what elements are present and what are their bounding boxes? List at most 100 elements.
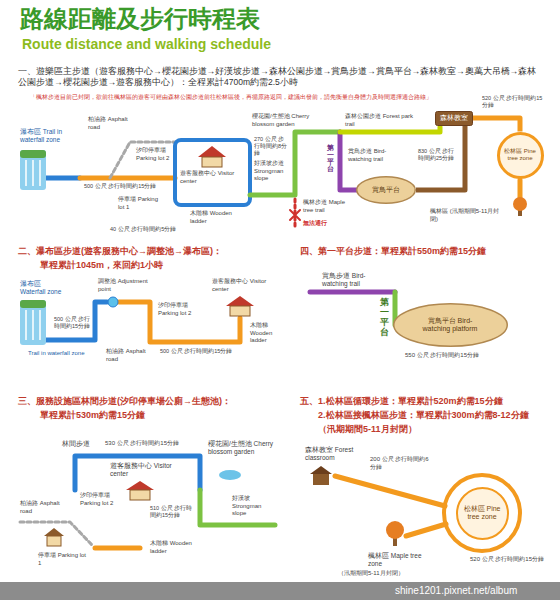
- place-label: 瀑布區 Waterfall zone: [20, 280, 65, 296]
- vertical-label: 第一平台: [380, 298, 389, 338]
- house-roof: [310, 466, 332, 474]
- place-label: 賞鳥步道 Bird-watching trail: [322, 272, 384, 288]
- place-label: 森林教室 Forest classroom: [305, 446, 360, 462]
- waterfall-trail: [44, 176, 80, 181]
- bird-watching-trail: [310, 290, 395, 295]
- distance-label: 200 公尺 步行時間約6分鐘: [370, 456, 432, 471]
- section-heading: 單程累計1045m，來回約1小時: [40, 260, 260, 271]
- maple-tree: [513, 197, 527, 211]
- section-heading: 一、遊樂區主步道（遊客服務中心→櫻花園步道→好漢坡步道→森林公園步道→賞鳥步道→…: [18, 66, 543, 87]
- closure-note: 「楓林步道目前已封閉，欲前往楓林區的遊客可經由森林公園步道前往松林區後，再循原路…: [30, 94, 470, 102]
- adjustment-pond: [108, 297, 118, 307]
- house-roof: [126, 481, 154, 490]
- node-text: 賞鳥平台 Bird-watching platform: [415, 317, 485, 334]
- distance-label: 520 公尺 步行時間約15分鐘: [470, 556, 550, 564]
- pine-zone-circle: 松林區 Pine tree zone: [456, 487, 509, 540]
- node-text: 森林教室: [440, 114, 468, 122]
- distance-label: 520 公尺 步行時間約15分鐘: [482, 95, 544, 109]
- maple-tree: [386, 521, 404, 539]
- waterfall-picture: [20, 150, 46, 190]
- distance-label: 830 公尺 步行時間約25分鐘: [418, 148, 460, 162]
- place-label: 停車場 Parking lot 1: [38, 552, 86, 567]
- section-heading: 五、1.松林區循環步道：單程累計520m約需15分鐘: [300, 396, 556, 407]
- place-label: 停車場 Parking lot 1: [118, 196, 163, 211]
- house-roof: [198, 146, 226, 157]
- distance-label: 40 公尺 步行時間約5分鐘: [110, 226, 190, 233]
- place-label: 瀑布區 Trail in waterfall zone: [20, 128, 68, 144]
- platform-disk: 賞鳥平台: [356, 176, 416, 204]
- waterfall-rock: [20, 300, 46, 308]
- trail-line: [335, 476, 445, 506]
- distance-label: 510 公尺 步行時間約15分鐘: [150, 505, 196, 519]
- place-label: 林間步道: [62, 440, 102, 449]
- place-label: 好漢坡 Strongman slope: [232, 495, 277, 518]
- place-label: 調整池 Adjustment point: [98, 278, 148, 293]
- place-label: 汐印停車場 Parking lot 2: [80, 492, 122, 507]
- waterfall-rock: [20, 150, 46, 158]
- place-label: 遊客服務中心 Visitor center: [110, 462, 172, 478]
- node-text-group: 松林區 Pine tree zone: [460, 505, 505, 522]
- house-icon: [230, 306, 250, 316]
- place-label: 遊客服務中心 Visitor center: [212, 278, 272, 293]
- trail-line: [119, 302, 240, 342]
- ellipse-shape: [357, 177, 416, 204]
- place-label: 柏油路 Asphalt road: [106, 348, 148, 363]
- asphalt-road: [110, 142, 175, 178]
- trail-loop: [175, 140, 250, 205]
- section-heading: 2.松林區接楓林區步道：單程累計300m約需8-12分鐘: [318, 410, 558, 421]
- ellipse-shape: [393, 304, 507, 347]
- place-label: 楓林步道 Maple tree trail: [303, 199, 345, 214]
- house-roof: [226, 296, 254, 306]
- asphalt-road: [20, 522, 92, 545]
- node-text-group: 賞鳥平台: [372, 186, 400, 194]
- circle-shape: [498, 133, 542, 177]
- waterfall-picture: [20, 300, 46, 345]
- waterfall-stream: [26, 160, 40, 186]
- section-heading: 二、瀑布區步道(遊客服務中心→調整池→瀑布區)：: [18, 246, 293, 257]
- closure-note: （汛期期間5-11月封閉）: [338, 570, 458, 578]
- node-text-group: 森林教室: [440, 114, 468, 122]
- place-label: 櫻花園/生態池 Cherry blossom garden: [208, 440, 278, 456]
- node-text: 松林區 Pine tree zone: [500, 148, 540, 162]
- section-heading: 四、第一平台步道：單程累計550m約需15分鐘: [300, 246, 555, 257]
- place-label: 柏油路 Asphalt road: [88, 116, 130, 131]
- pine-loop-trail: [444, 475, 520, 551]
- pine-zone-circle: 松林區 Pine tree zone: [497, 132, 544, 179]
- section-heading: 單程累計530m約需15分鐘: [40, 410, 240, 421]
- house-icon: [202, 157, 222, 167]
- place-label: 櫻花園/生態池 Cherry blossom garden: [252, 113, 312, 128]
- circle-shape: [457, 488, 508, 539]
- waterfall-water: [20, 150, 46, 190]
- forest-park-trail: [340, 127, 440, 132]
- house-icon: [47, 536, 61, 546]
- place-label: 汐印停車場 Parking lot 2: [136, 147, 174, 162]
- pond-icon: [219, 470, 241, 480]
- distance-label: 530 公尺 步行時間約15分鐘: [105, 440, 197, 448]
- place-label: 柏油路 Asphalt road: [20, 500, 62, 515]
- subtitle: Route distance and walking schedule: [22, 36, 271, 54]
- place-label: 楓林區 Maple tree zone: [368, 552, 423, 568]
- trail-line: [95, 546, 140, 551]
- maple-trail: [518, 180, 523, 197]
- maple-trail: [406, 524, 446, 536]
- place-label: 汐印停車場 Parking lot 2: [158, 302, 206, 317]
- trail-line: [80, 176, 175, 181]
- place-label: Trail in waterfall zone: [28, 350, 90, 358]
- box-shape: [436, 111, 473, 125]
- waterfall-stream: [26, 310, 40, 340]
- waterfall-water: [20, 300, 46, 345]
- classroom-icon: [313, 474, 329, 485]
- forest-trail: [75, 456, 200, 490]
- node-text: 賞鳥平台: [372, 186, 400, 194]
- strongman-slope-trail: [250, 132, 340, 195]
- title: 路線距離及步行時程表: [20, 4, 260, 34]
- place-label: 遊客服務中心 Visitor center: [180, 170, 245, 185]
- place-label: 木階梯 Wooden ladder: [150, 540, 198, 555]
- section-heading: （汛期期間5-11月封閉）: [318, 424, 478, 435]
- trail-connector: [416, 126, 465, 191]
- vertical-label: 第一平台: [327, 144, 334, 173]
- distance-label: 500 公尺 步行時間約15分鐘: [54, 316, 92, 330]
- place-label: 賞鳥步道 Bird-watching trail: [348, 148, 408, 163]
- node-text: 松林區 Pine tree zone: [460, 505, 505, 522]
